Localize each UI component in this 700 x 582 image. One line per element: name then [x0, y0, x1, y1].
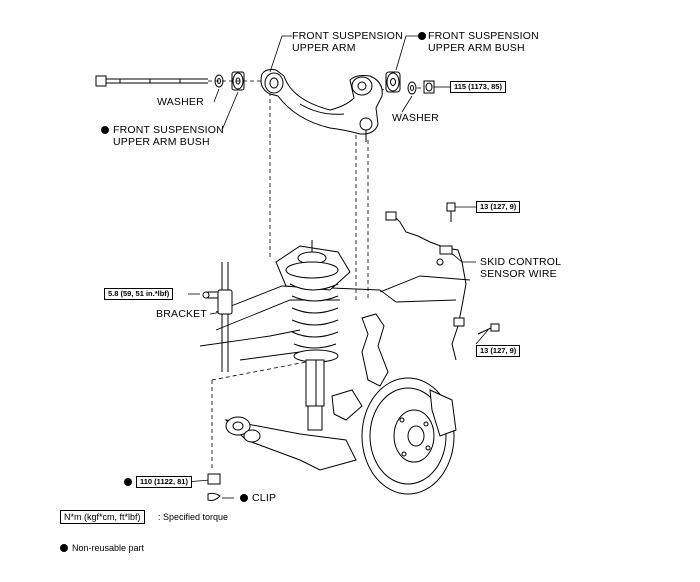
non-reusable-dot [101, 126, 109, 134]
upper-arm-bush-left-label: FRONT SUSPENSION UPPER ARM BUSH [113, 124, 224, 148]
torque-sensor-bolt-bottom: 13 (127, 9) [476, 345, 521, 357]
non-reusable-dot [240, 494, 248, 502]
legend-torque-desc: : Specified torque [158, 512, 229, 522]
upper-arm-part [260, 69, 383, 142]
non-reusable-dot [124, 478, 132, 486]
torque-sensor-bolt-top: 13 (127, 9) [476, 201, 521, 213]
legend-torque-unit: N*m (kgf*cm, ft*lbf) [60, 510, 145, 524]
sensor-bolt-bottom [477, 323, 500, 335]
upper-arm-nut-part [423, 80, 435, 94]
torque-bracket-bolt: 5.8 (59, 51 in.*lbf) [104, 288, 174, 300]
sensor-bolt-top [446, 202, 456, 222]
sensor-wire-part [385, 211, 467, 361]
washer-left-label: WASHER [157, 96, 204, 108]
steering-knuckle [361, 313, 389, 387]
legend-non-reusable-text: Non-reusable part [72, 543, 145, 553]
washer-right-label: WASHER [392, 112, 439, 124]
clip-label: CLIP [252, 492, 277, 504]
upper-arm-bolt [95, 75, 208, 87]
non-reusable-dot [418, 32, 426, 40]
torque-lower-nut: 110 (1122, 81) [136, 476, 192, 488]
coil-spring-strut [275, 240, 351, 431]
bracket-label: BRACKET [156, 308, 207, 320]
torque-upper-arm-nut: 115 (1173, 85) [450, 81, 506, 93]
upper-arm-bush-right-part [385, 71, 401, 93]
clip-part [207, 492, 221, 501]
lower-nut-part [207, 473, 221, 485]
skid-control-sensor-wire-label: SKID CONTROL SENSOR WIRE [480, 256, 562, 280]
upper-arm-label: FRONT SUSPENSION UPPER ARM [292, 30, 403, 54]
bracket-part [202, 262, 233, 372]
washer-right-part [407, 81, 417, 95]
brake-disc-hub [361, 377, 457, 495]
legend-non-reusable-dot [60, 544, 68, 552]
upper-arm-bush-right-label: FRONT SUSPENSION UPPER ARM BUSH [428, 30, 539, 54]
lower-arm [224, 389, 363, 471]
